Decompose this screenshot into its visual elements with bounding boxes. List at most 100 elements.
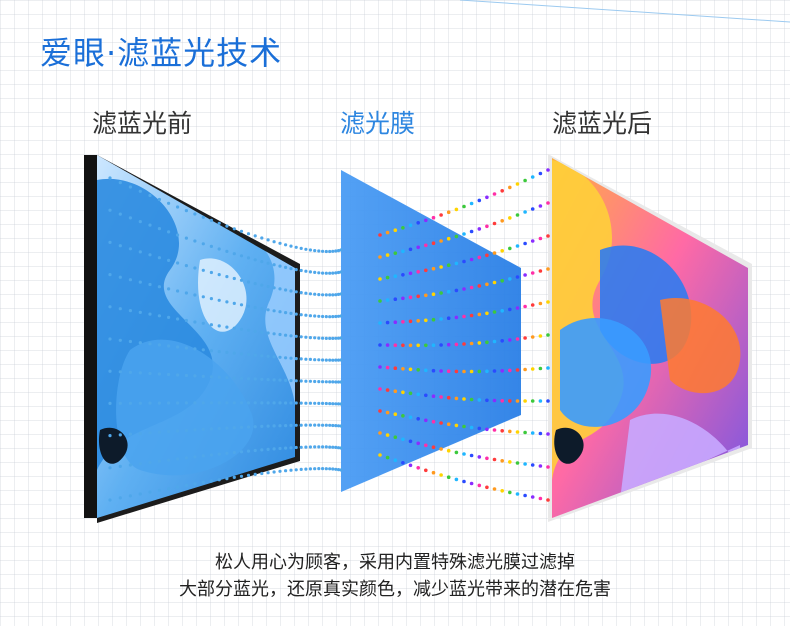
ray-dot <box>239 425 244 429</box>
ray-dot <box>515 244 520 248</box>
ray-dot <box>446 263 451 268</box>
ray-dot <box>294 468 298 472</box>
ray-dot <box>546 498 550 502</box>
ray-dot <box>289 379 293 383</box>
ray-dot <box>321 271 325 275</box>
ray-dot <box>253 401 257 405</box>
ray-dot <box>232 450 236 455</box>
ray-dot <box>176 373 180 377</box>
ray-dot <box>538 171 543 176</box>
ray-dot <box>201 480 205 484</box>
ray-dot <box>108 369 112 373</box>
ray-dot <box>492 192 497 196</box>
ray-dot <box>546 168 550 172</box>
ray-dot <box>239 352 244 356</box>
ray-dot <box>328 402 332 406</box>
ray-dot <box>336 270 341 275</box>
ray-dot <box>313 270 317 274</box>
ray-dot <box>393 412 398 417</box>
ray-dot <box>339 468 343 472</box>
ray-dot <box>209 244 213 248</box>
ray-dot <box>313 379 317 384</box>
ray-dot <box>201 215 205 219</box>
ray-dot <box>401 390 405 395</box>
ray-dot <box>201 374 205 378</box>
ray-dot <box>378 299 382 303</box>
ray-dot <box>157 285 161 289</box>
ray-dot <box>232 326 236 330</box>
ray-dot <box>334 358 338 362</box>
ray-dot <box>299 268 303 273</box>
ray-dot <box>401 461 405 465</box>
ray-dot <box>523 367 527 372</box>
ray-dot <box>289 423 293 427</box>
ray-dot <box>393 366 398 371</box>
ray-dot <box>304 401 308 405</box>
ray-dot <box>246 473 251 477</box>
ray-dot <box>378 409 382 413</box>
ray-dot <box>266 308 270 312</box>
ray-dot <box>515 368 520 372</box>
ray-dot <box>108 176 112 180</box>
ray-dot <box>321 358 325 362</box>
ray-dot <box>246 449 251 453</box>
ray-dot <box>446 448 451 453</box>
ray-dot <box>138 341 142 345</box>
ray-dot <box>184 236 188 240</box>
ray-dot <box>492 428 497 432</box>
ray-dot <box>266 447 270 451</box>
ray-dot <box>500 309 505 313</box>
ray-dot <box>462 232 466 236</box>
ray-dot <box>339 314 343 318</box>
ray-dot <box>378 431 382 435</box>
ray-dot <box>462 452 466 456</box>
ray-dot <box>485 456 489 461</box>
ray-dot <box>253 377 257 381</box>
ray-dot <box>148 223 152 227</box>
ray-dot <box>260 401 264 405</box>
ray-dot <box>393 320 398 325</box>
ray-dot <box>508 460 512 464</box>
ray-dot <box>485 311 489 316</box>
ray-dot <box>313 423 317 427</box>
ray-dot <box>201 242 205 246</box>
ray-dot <box>148 460 152 465</box>
ray-dot <box>184 456 188 460</box>
ray-dot <box>485 282 489 287</box>
ray-dot <box>308 467 312 471</box>
ray-dot <box>209 427 213 431</box>
ray-dot <box>515 275 520 279</box>
ray-dot <box>401 320 405 324</box>
ray-dot <box>260 471 264 476</box>
ray-dot <box>446 395 451 400</box>
ray-dot <box>217 375 221 379</box>
ray-dot <box>304 445 308 449</box>
ray-dot <box>424 218 428 223</box>
ray-dot <box>500 399 505 403</box>
ray-dot <box>253 448 257 453</box>
ray-dot <box>328 358 332 362</box>
ray-dot <box>324 336 328 340</box>
ray-dot <box>446 475 451 480</box>
ray-dot <box>260 260 264 264</box>
ray-dot <box>294 290 298 294</box>
ray-dot <box>239 450 244 454</box>
ray-dot <box>209 270 213 275</box>
ray-dot <box>378 277 382 281</box>
ray-dot <box>328 336 332 340</box>
ray-dot <box>308 270 312 274</box>
ray-dot <box>538 204 543 208</box>
ray-dot <box>439 343 443 347</box>
ray-dot <box>193 455 197 459</box>
ray-dot <box>492 221 497 226</box>
ray-dot <box>328 467 332 471</box>
decor-line <box>459 0 790 23</box>
ray-dot <box>284 446 288 450</box>
ray-dot <box>272 240 276 244</box>
ray-dot <box>393 228 398 232</box>
ray-dot <box>157 343 161 347</box>
ray-dot <box>278 424 282 428</box>
ray-dot <box>336 249 341 253</box>
ray-dot <box>477 341 482 345</box>
ray-dot <box>500 249 505 253</box>
